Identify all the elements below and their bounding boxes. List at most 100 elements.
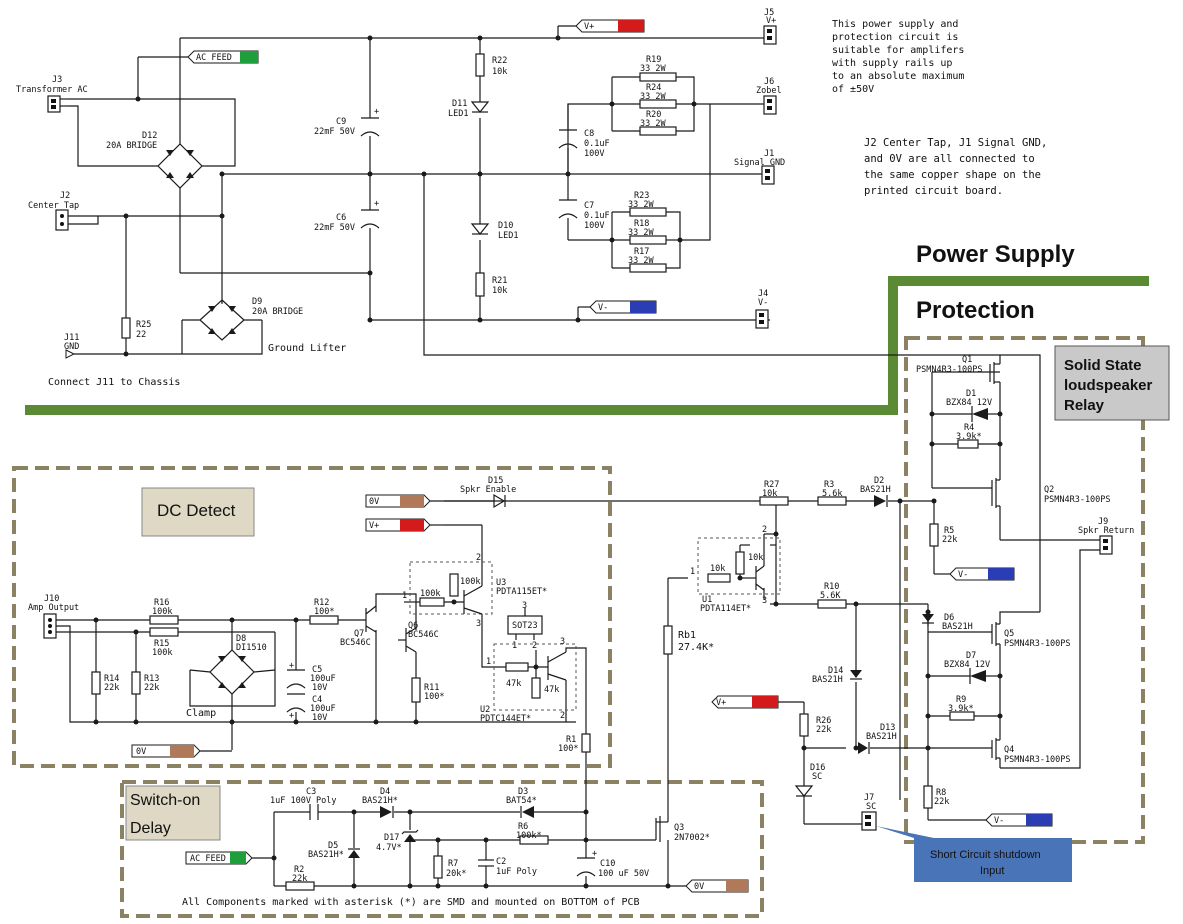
- svg-text:2: 2: [560, 711, 565, 721]
- flag-vminus-top: V-: [577, 300, 657, 320]
- svg-text:R19: R19: [646, 55, 661, 65]
- svg-text:LED1: LED1: [448, 109, 468, 119]
- svg-text:D13: D13: [880, 723, 895, 733]
- svg-text:D6: D6: [944, 613, 954, 623]
- svg-text:R12: R12: [314, 598, 329, 608]
- svg-text:BAS21H*: BAS21H*: [362, 796, 398, 806]
- svg-text:33 2W: 33 2W: [628, 200, 654, 210]
- sc-callout: Short Circuit shutdown Input: [876, 826, 1072, 882]
- flag-ac-feed-bottom: AC FEED: [185, 851, 253, 865]
- connector-j7: J7 SC: [861, 793, 877, 831]
- svg-text:0V: 0V: [136, 747, 146, 757]
- svg-text:Center Tap: Center Tap: [28, 201, 79, 211]
- zener-d7: D7 BZX84 12V: [944, 651, 990, 684]
- svg-text:PSMN4R3-100PS: PSMN4R3-100PS: [1004, 639, 1071, 649]
- svg-text:R27: R27: [764, 480, 779, 490]
- protection-title: Protection: [916, 297, 1035, 324]
- svg-text:Q6: Q6: [408, 621, 418, 631]
- flag-0v-d15: 0V: [365, 494, 494, 508]
- flag-0v-dc: 0V: [131, 744, 232, 758]
- svg-text:U1: U1: [702, 595, 712, 605]
- svg-text:0V: 0V: [369, 497, 379, 507]
- svg-text:1: 1: [402, 591, 407, 601]
- svg-text:D11: D11: [452, 99, 467, 109]
- d12-ref: D12: [142, 131, 157, 141]
- svg-text:Q1: Q1: [962, 355, 972, 365]
- mosfet-q3: Q3 2N7002*: [655, 816, 710, 843]
- connector-j5: J5 V+: [763, 8, 777, 45]
- svg-text:suitable for amplifers: suitable for amplifers: [832, 45, 964, 56]
- connector-j9: J9 Spkr Return: [1078, 517, 1134, 555]
- svg-text:27.4K*: 27.4K*: [678, 642, 714, 653]
- dc-detect-wiring: [56, 593, 587, 790]
- svg-text:BZX84 12V: BZX84 12V: [944, 660, 990, 670]
- res-r22: R22 10k: [475, 53, 507, 77]
- bridge-d9: D9 20A BRIDGE: [182, 297, 303, 341]
- svg-text:100V: 100V: [584, 221, 604, 231]
- svg-text:R16: R16: [154, 598, 169, 608]
- connector-j11: J11 GND: [64, 333, 79, 359]
- svg-text:C8: C8: [584, 129, 594, 139]
- svg-text:1: 1: [690, 567, 695, 577]
- svg-text:J6: J6: [764, 77, 774, 87]
- svg-text:Q3: Q3: [674, 823, 684, 833]
- mosfet-q4: Q4 PSMN4R3-100PS: [991, 738, 1071, 765]
- svg-text:BC546C: BC546C: [408, 630, 439, 640]
- svg-text:V-: V-: [758, 298, 768, 308]
- svg-text:5.6K: 5.6K: [820, 591, 841, 601]
- svg-text:2N7002*: 2N7002*: [674, 833, 710, 843]
- svg-text:V+: V+: [584, 22, 594, 32]
- connector-j3: J3 Transformer AC: [16, 75, 88, 113]
- svg-text:3: 3: [762, 596, 767, 606]
- zener-d1: D1 BZX84 12V: [946, 389, 992, 422]
- bjt-q6: Q6 BC546C: [405, 621, 439, 653]
- ssr-title-line1: Solid State: [1064, 357, 1142, 374]
- ssr-title-line2: loudspeaker: [1064, 377, 1153, 394]
- svg-text:D10: D10: [498, 221, 513, 231]
- svg-text:100*: 100*: [424, 692, 444, 702]
- svg-text:V+: V+: [369, 521, 379, 531]
- svg-text:C9: C9: [336, 117, 346, 127]
- svg-text:R13: R13: [144, 674, 159, 684]
- cap-c7: C7 0.1uF 100V: [558, 199, 610, 231]
- svg-text:J1: J1: [764, 149, 774, 159]
- svg-text:R6: R6: [518, 822, 528, 832]
- svg-text:C7: C7: [584, 201, 594, 211]
- svg-text:3.9k*: 3.9k*: [948, 704, 974, 714]
- svg-text:22k: 22k: [104, 683, 119, 693]
- svg-text:and 0V are all connected to: and 0V are all connected to: [864, 153, 1035, 165]
- flag-vminus-q2: V-: [949, 567, 1015, 581]
- svg-text:10V: 10V: [312, 683, 327, 693]
- supply-note: This power supply and protection circuit…: [832, 19, 964, 95]
- svg-text:100k: 100k: [460, 577, 480, 587]
- svg-text:to an absolute maximum: to an absolute maximum: [832, 71, 964, 82]
- connector-j4: J4 V-: [755, 289, 769, 329]
- svg-text:C4: C4: [312, 695, 322, 705]
- svg-text:J2: J2: [60, 191, 70, 201]
- svg-text:DI1510: DI1510: [236, 643, 267, 653]
- svg-text:22k: 22k: [292, 874, 307, 884]
- svg-text:33 2W: 33 2W: [640, 64, 666, 74]
- svg-text:D3: D3: [518, 787, 528, 797]
- svg-text:R10: R10: [824, 582, 839, 592]
- svg-text:D4: D4: [380, 787, 390, 797]
- svg-text:R9: R9: [956, 695, 966, 705]
- svg-text:Spkr Enable: Spkr Enable: [460, 485, 516, 495]
- digital-transistor-u1: 10k 10k 1 2 3 U1 PDTA114ET*: [690, 525, 781, 614]
- d9-value: 20A BRIDGE: [252, 307, 303, 317]
- digital-transistor-u2: 47k 47k 1 3 2 U2 PDTC144ET*: [480, 637, 577, 724]
- protection-frame: [904, 336, 1145, 844]
- svg-text:Q2: Q2: [1044, 485, 1054, 495]
